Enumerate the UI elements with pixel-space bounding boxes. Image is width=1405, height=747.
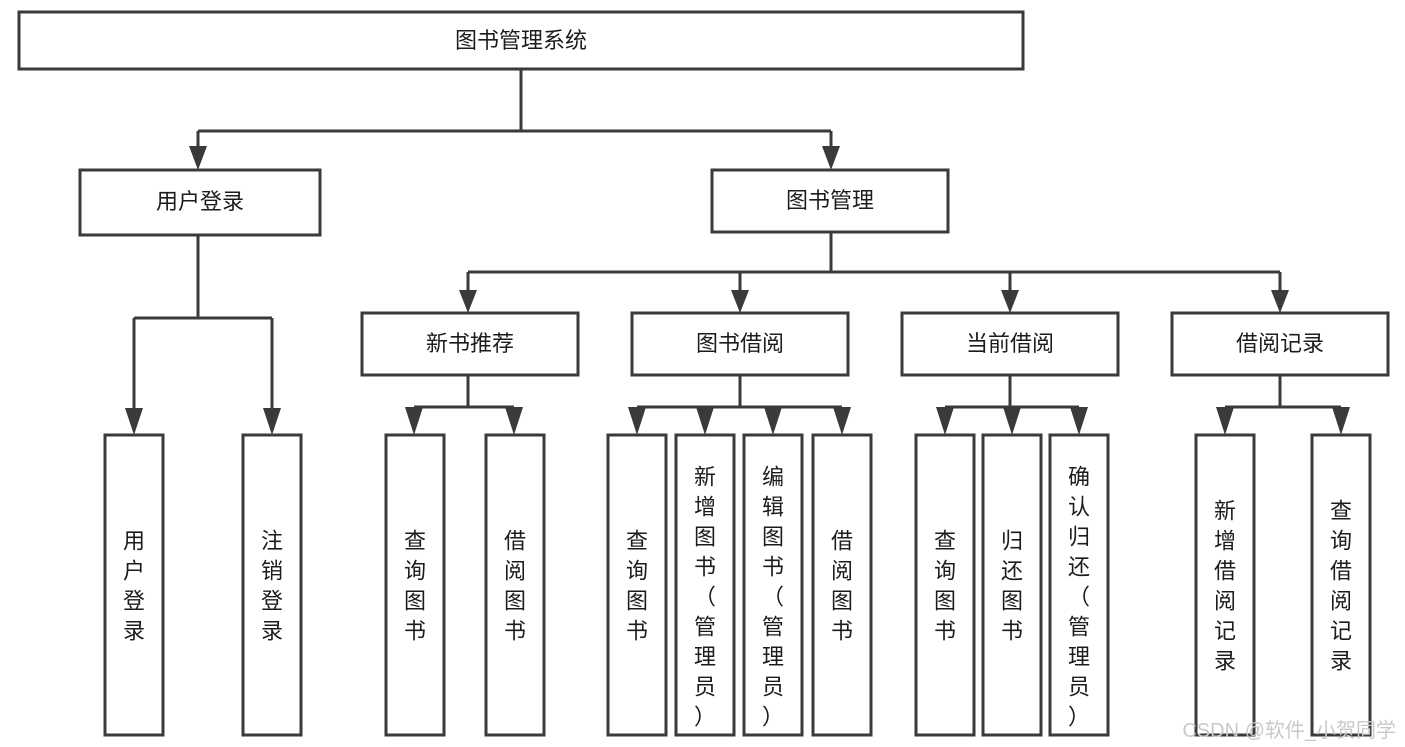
arrowhead-bb-leaf-3	[764, 407, 782, 435]
leaf-add-book[interactable]: 新增图书（管理员）	[674, 433, 736, 737]
arrowhead-book-manage	[822, 146, 840, 170]
leaf-query-book-3[interactable]: 查询图书	[914, 433, 976, 737]
leaf-query-book-2-label: 查询图书	[626, 528, 648, 643]
leaf-borrow-book-1-label: 借阅图书	[504, 528, 526, 643]
leaf-borrow-book-2-label: 借阅图书	[831, 528, 853, 643]
connector-layer	[125, 69, 1350, 435]
leaf-confirm-return-box[interactable]	[1048, 433, 1110, 737]
leaf-user-login-box[interactable]	[103, 433, 165, 737]
leaf-add-record-box[interactable]	[1194, 433, 1256, 737]
leaf-confirm-return-label: 确认归还（管理员）	[1068, 464, 1090, 729]
node-new-book-recommend-label: 新书推荐	[426, 331, 514, 356]
arrowhead-leaf-user-login	[125, 408, 143, 435]
arrowhead-bb-leaf-2	[696, 407, 714, 435]
leaf-query-book-1-box[interactable]	[384, 433, 446, 737]
leaf-borrow-book-1[interactable]: 借阅图书	[484, 433, 546, 737]
node-borrow-record[interactable]: 借阅记录	[1170, 311, 1390, 377]
node-book-borrow-label: 图书借阅	[696, 331, 784, 356]
leaf-query-book-1-label: 查询图书	[404, 528, 426, 643]
arrowhead-leaf-user-logout	[263, 408, 281, 435]
node-current-borrow[interactable]: 当前借阅	[900, 311, 1120, 377]
node-current-borrow-box[interactable]	[900, 311, 1120, 377]
leaf-borrow-book-1-box[interactable]	[484, 433, 546, 737]
arrowhead-cb-leaf-3	[1070, 407, 1088, 435]
leaf-user-logout[interactable]: 注销登录	[241, 433, 303, 737]
node-root-label: 图书管理系统	[455, 28, 587, 53]
leaf-user-login[interactable]: 用户登录	[103, 433, 165, 737]
leaf-user-login-label: 用户登录	[123, 528, 145, 643]
leaf-borrow-book-2-box[interactable]	[811, 433, 873, 737]
leaf-user-logout-label: 注销登录	[261, 528, 283, 643]
node-book-borrow-box[interactable]	[630, 311, 850, 377]
leaf-return-book-box[interactable]	[981, 433, 1043, 737]
node-book-manage-box[interactable]	[710, 168, 950, 234]
arrowhead-nbr-leaf-2	[505, 407, 523, 435]
arrowhead-user-login	[189, 146, 207, 170]
leaf-return-book[interactable]: 归还图书	[981, 433, 1043, 737]
arrowhead-br-leaf-2	[1332, 407, 1350, 435]
arrowhead-br-leaf-1	[1216, 407, 1234, 435]
leaf-add-book-box[interactable]	[674, 433, 736, 737]
arrowhead-nbr-leaf-1	[405, 407, 423, 435]
arrowhead-bb-leaf-4	[833, 407, 851, 435]
arrowhead-borrow-record	[1271, 290, 1289, 313]
node-new-book-recommend[interactable]: 新书推荐	[360, 311, 580, 377]
arrowhead-bb-leaf-1	[628, 407, 646, 435]
leaf-add-book-label: 新增图书（管理员）	[694, 464, 716, 729]
leaf-query-book-3-box[interactable]	[914, 433, 976, 737]
arrowhead-cb-leaf-1	[936, 407, 954, 435]
node-new-book-recommend-box[interactable]	[360, 311, 580, 377]
node-user-login-box[interactable]	[78, 168, 322, 237]
leaf-query-book-3-label: 查询图书	[934, 528, 956, 643]
leaf-query-book-2-box[interactable]	[606, 433, 668, 737]
node-current-borrow-label: 当前借阅	[966, 331, 1054, 356]
leaf-query-book-2[interactable]: 查询图书	[606, 433, 668, 737]
watermark-text: CSDN @软件_小贺同学	[1182, 719, 1396, 742]
arrowhead-cb-leaf-2	[1003, 407, 1021, 435]
leaf-edit-book[interactable]: 编辑图书（管理员）	[742, 433, 804, 737]
leaf-query-record-label: 查询借阅记录	[1330, 498, 1352, 673]
leaf-query-book-1[interactable]: 查询图书	[384, 433, 446, 737]
arrowhead-book-borrow	[731, 290, 749, 313]
arrowhead-new-book-recommend	[459, 290, 477, 313]
node-borrow-record-label: 借阅记录	[1236, 331, 1324, 356]
leaf-edit-book-box[interactable]	[742, 433, 804, 737]
node-book-manage[interactable]: 图书管理	[710, 168, 950, 234]
leaf-confirm-return[interactable]: 确认归还（管理员）	[1048, 433, 1110, 737]
node-book-manage-label: 图书管理	[786, 188, 874, 213]
leaf-add-record-label: 新增借阅记录	[1214, 498, 1236, 673]
node-root-box[interactable]	[17, 10, 1025, 71]
leaf-user-logout-box[interactable]	[241, 433, 303, 737]
leaf-query-record[interactable]: 查询借阅记录	[1310, 433, 1372, 737]
leaf-return-book-label: 归还图书	[1001, 528, 1023, 643]
node-book-borrow[interactable]: 图书借阅	[630, 311, 850, 377]
node-borrow-record-box[interactable]	[1170, 311, 1390, 377]
node-user-login-label: 用户登录	[156, 189, 244, 214]
node-root[interactable]: 图书管理系统	[17, 10, 1025, 71]
leaf-query-record-box[interactable]	[1310, 433, 1372, 737]
leaf-edit-book-label: 编辑图书（管理员）	[762, 464, 784, 729]
leaf-borrow-book-2[interactable]: 借阅图书	[811, 433, 873, 737]
node-user-login[interactable]: 用户登录	[78, 168, 322, 237]
arrowhead-current-borrow	[1001, 290, 1019, 313]
leaf-add-record[interactable]: 新增借阅记录	[1194, 433, 1256, 737]
